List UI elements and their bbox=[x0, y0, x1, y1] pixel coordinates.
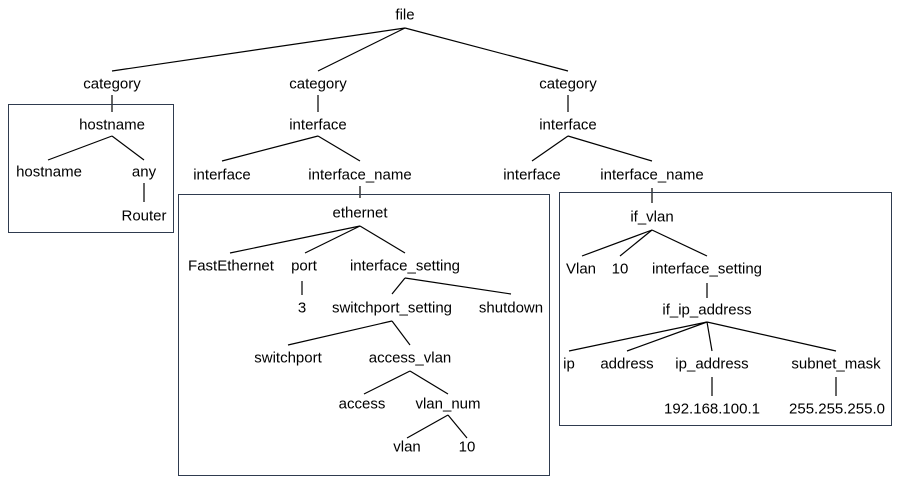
edge bbox=[111, 135, 145, 161]
node-ip: ip bbox=[563, 355, 575, 373]
node-access-vlan: access_vlan bbox=[368, 349, 452, 367]
node-vlan-num: vlan_num bbox=[415, 395, 481, 413]
edge bbox=[317, 27, 406, 72]
node-interface-keyword-2: interface bbox=[193, 166, 251, 184]
edge bbox=[531, 135, 569, 162]
node-interface-name-3: interface_name bbox=[600, 166, 704, 184]
node-switchport: switchport bbox=[254, 349, 322, 367]
node-vlan-value-2: 10 bbox=[458, 438, 476, 456]
edge bbox=[47, 135, 113, 161]
edge bbox=[404, 27, 569, 72]
edge bbox=[404, 277, 512, 295]
node-interface-setting-2: interface_setting bbox=[349, 257, 461, 275]
node-vlan: vlan bbox=[393, 438, 421, 456]
node-interface-setting-3: interface_setting bbox=[651, 260, 763, 278]
node-subnet-mask: subnet_mask bbox=[791, 355, 881, 373]
edge bbox=[287, 320, 393, 346]
node-interface-2: interface bbox=[289, 116, 347, 134]
edge bbox=[391, 320, 411, 346]
node-fastethernet: FastEthernet bbox=[188, 257, 274, 275]
edge bbox=[363, 370, 411, 395]
edge bbox=[317, 135, 361, 162]
edge bbox=[359, 225, 406, 254]
edge bbox=[619, 229, 653, 257]
node-category-2: category bbox=[289, 75, 347, 93]
node-category-3: category bbox=[539, 75, 597, 93]
node-hostname-keyword: hostname bbox=[16, 163, 82, 181]
node-ip-address: ip_address bbox=[675, 355, 749, 373]
edge bbox=[651, 229, 708, 257]
node-mask-value: 255.255.255.0 bbox=[789, 400, 885, 418]
node-file: file bbox=[395, 6, 415, 24]
node-interface-keyword-3: interface bbox=[503, 166, 561, 184]
edge bbox=[111, 27, 406, 72]
node-interface-name-2: interface_name bbox=[308, 166, 412, 184]
node-port: port bbox=[291, 257, 317, 275]
node-address: address bbox=[600, 355, 654, 373]
node-switchport-setting: switchport_setting bbox=[331, 299, 453, 317]
node-shutdown: shutdown bbox=[478, 299, 544, 317]
node-hostname-header: hostname bbox=[79, 116, 145, 134]
node-any: any bbox=[131, 163, 157, 181]
ethernet-subtree-box bbox=[178, 194, 550, 476]
node-router: Router bbox=[121, 207, 167, 225]
edge bbox=[626, 321, 708, 352]
edge bbox=[581, 229, 653, 257]
node-category-1: category bbox=[83, 75, 141, 93]
node-if-vlan: if_vlan bbox=[630, 208, 674, 226]
edge bbox=[447, 414, 468, 439]
node-if-ip-address: if_ip_address bbox=[662, 301, 752, 319]
edge bbox=[406, 414, 449, 439]
edge bbox=[304, 225, 361, 254]
node-interface-3: interface bbox=[539, 116, 597, 134]
edge bbox=[706, 321, 837, 352]
node-access: access bbox=[338, 395, 386, 413]
node-vlan-value-3: 10 bbox=[611, 260, 629, 278]
vlan-subtree-box bbox=[559, 192, 892, 426]
node-port-value: 3 bbox=[297, 299, 307, 317]
node-ethernet: ethernet bbox=[332, 204, 388, 222]
edge bbox=[391, 277, 406, 295]
hostname-subtree-box bbox=[8, 104, 174, 233]
node-vlan-keyword: Vlan bbox=[565, 260, 597, 278]
edge bbox=[567, 135, 653, 162]
edge bbox=[229, 225, 361, 254]
edge bbox=[221, 135, 319, 162]
edge bbox=[409, 370, 449, 395]
node-ip-value: 192.168.100.1 bbox=[664, 400, 760, 418]
edge bbox=[706, 321, 713, 352]
edge bbox=[568, 321, 708, 352]
